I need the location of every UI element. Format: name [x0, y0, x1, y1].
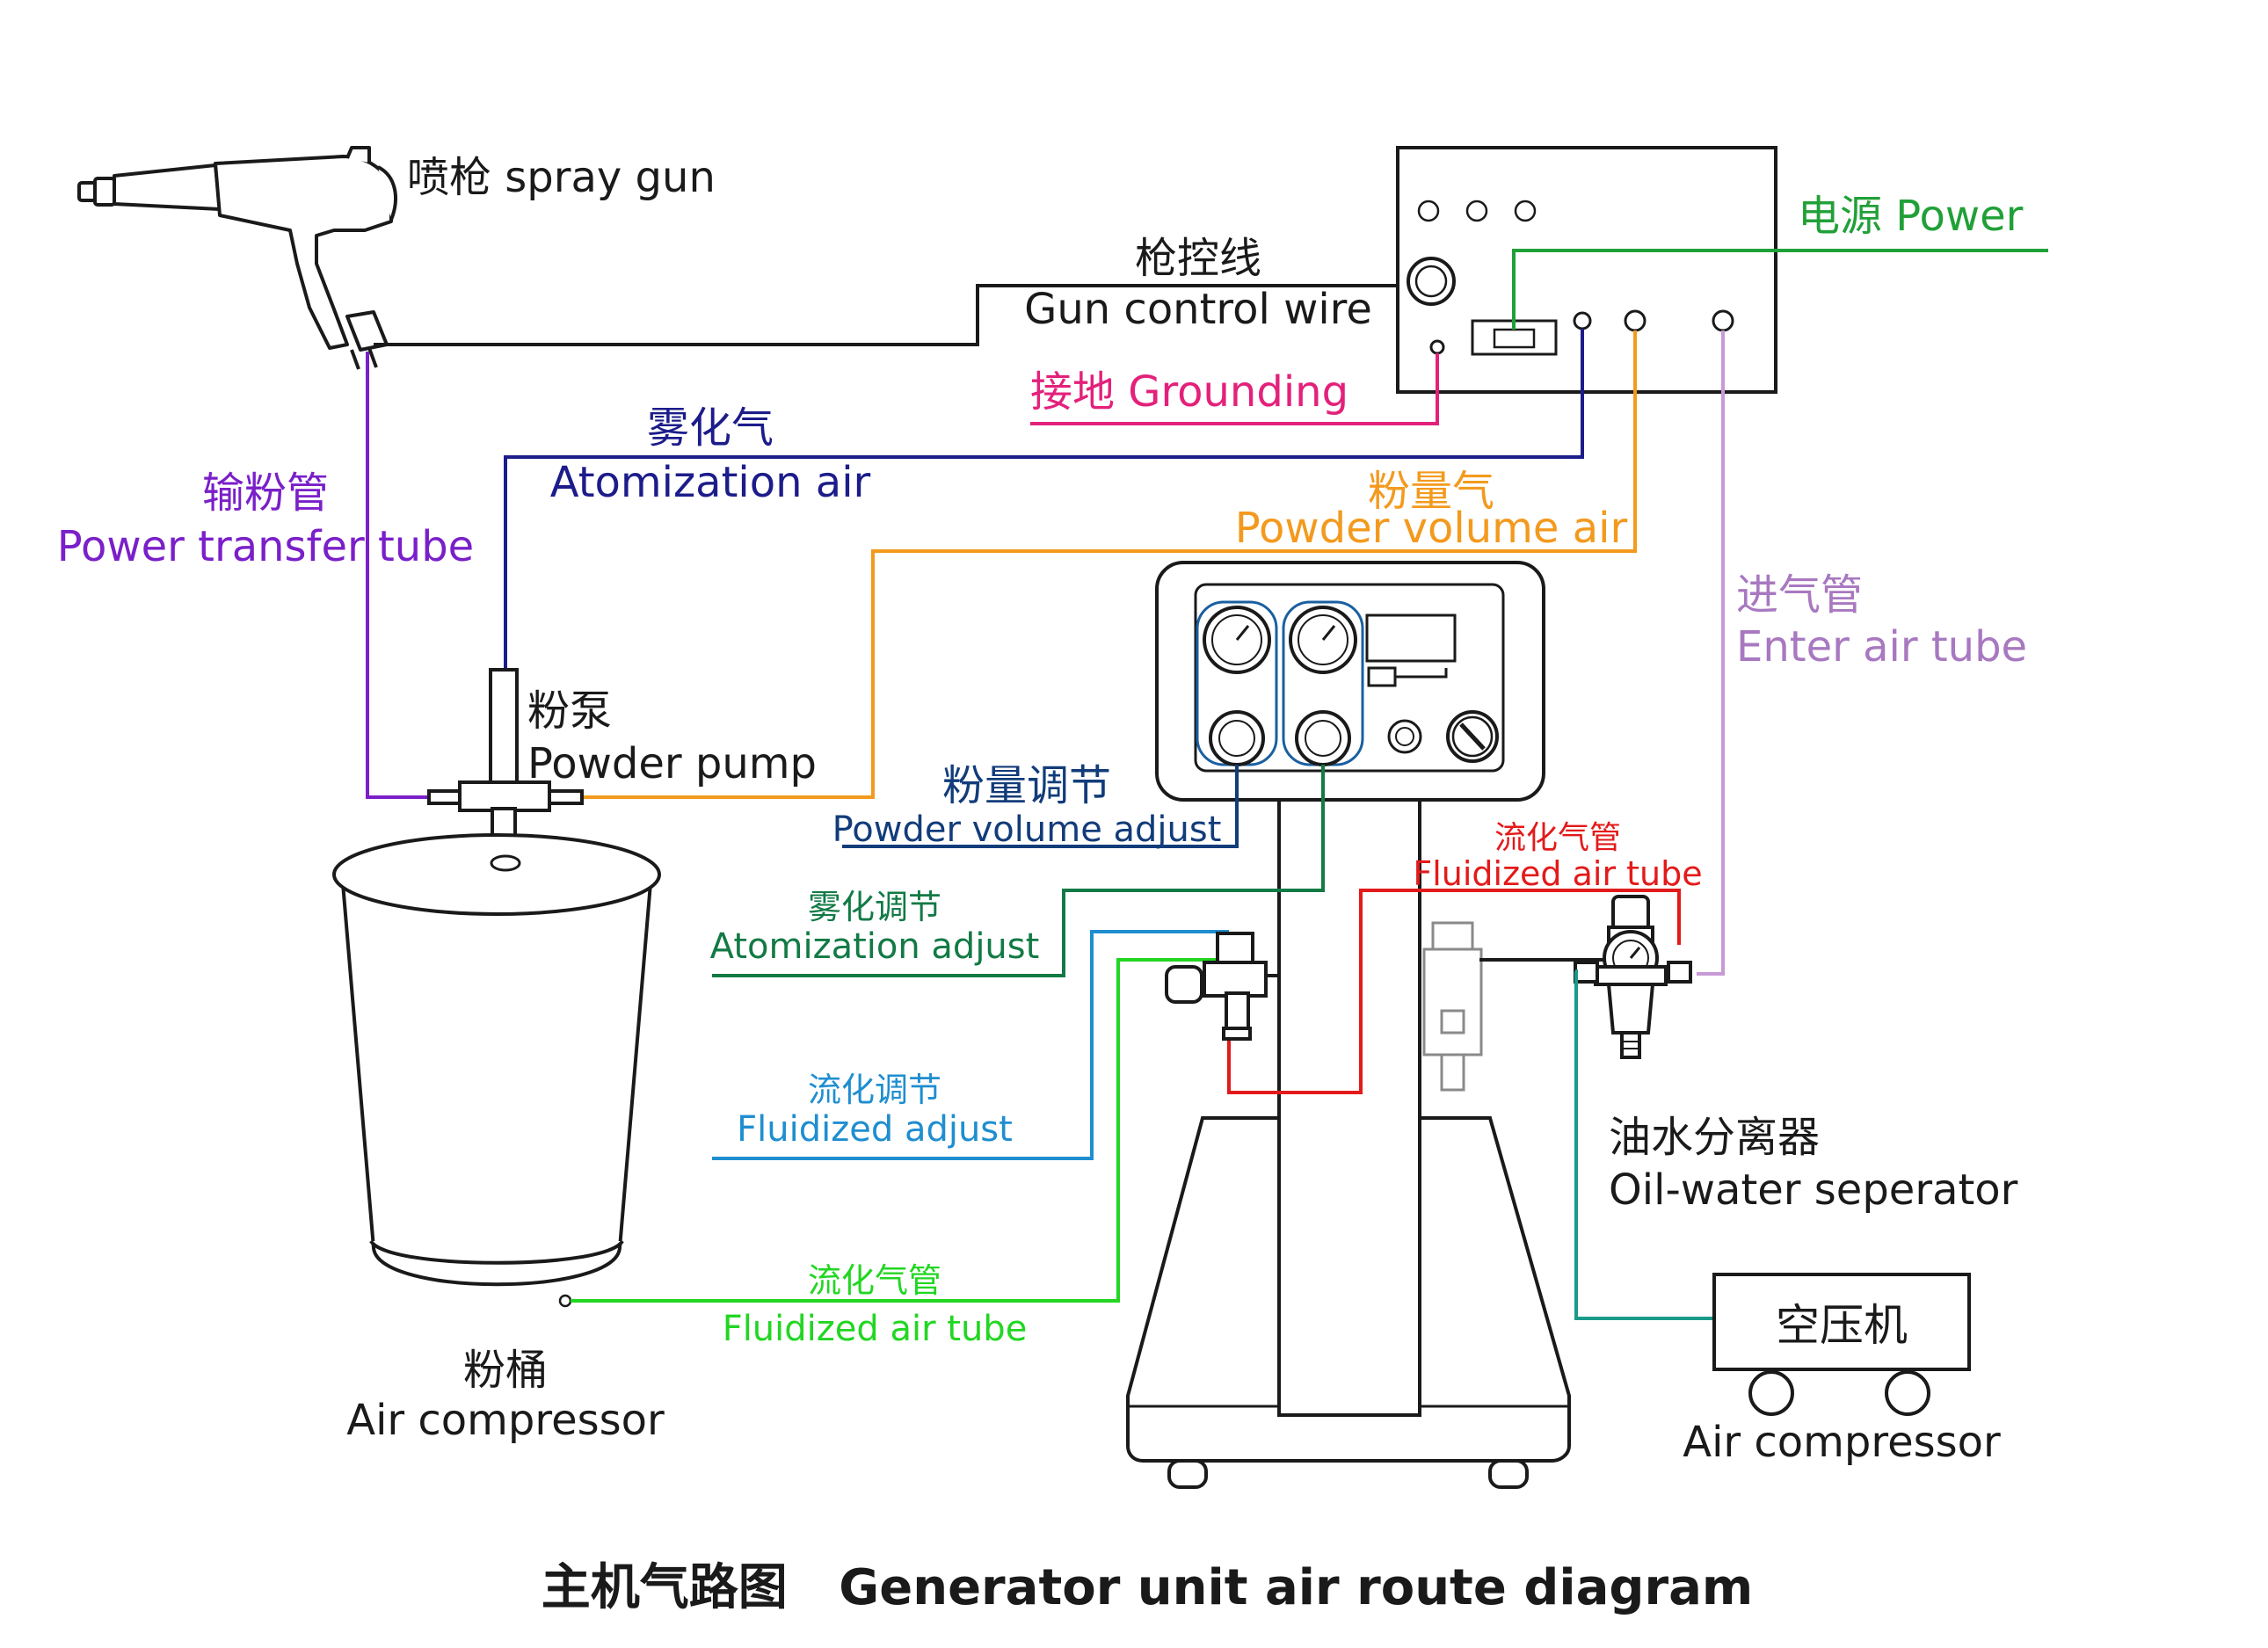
oil-water-separator-cn-label: 油水分离器	[1609, 1113, 1820, 1162]
powder-bucket-icon	[332, 833, 661, 1308]
fluidized-adjust-cn-label: 流化调节	[808, 1071, 941, 1109]
atomization-air-cn-label: 雾化气	[647, 403, 774, 453]
power-line	[1512, 249, 2048, 330]
oil-water-separator-icon	[1574, 895, 1692, 1059]
fluidized-regulator-icon	[1165, 932, 1279, 1041]
gun-control-wire-cn-label: 枪控线	[1135, 234, 1261, 283]
atomization-air-en-label: Atomization air	[550, 458, 871, 507]
fluidized-air-tube-bucket-cn-label: 流化气管	[808, 1261, 941, 1300]
powder-pump-cn-label: 粉泵	[527, 686, 612, 736]
fluidized-adjust-line	[712, 930, 1229, 1160]
powder-volume-air-cn-label: 粉量气	[1368, 467, 1494, 516]
fluidized-air-tube-separator-line	[1227, 889, 1681, 1094]
spray-gun-label: 喷枪 spray gun	[407, 153, 716, 202]
faded-filter-icon	[1422, 921, 1483, 1092]
powder-volume-adjust-line	[842, 765, 1239, 848]
diagram-title: 主机气路图 Generator unit air route diagram	[542, 1559, 1753, 1616]
power-transfer-tube-line	[366, 352, 431, 799]
grounding-line	[1030, 353, 1439, 425]
gun-control-wire-en-label: Gun control wire	[1024, 285, 1372, 334]
powder-bucket-cn-label: 粉桶	[463, 1346, 548, 1395]
fluidized-air-tube-bucket-en-label: Fluidized air tube	[723, 1309, 1028, 1349]
powder-volume-adjust-cn-label: 粉量调节	[942, 761, 1111, 810]
enter-air-tube-line	[1697, 330, 1725, 976]
powder-volume-air-en-label: Powder volume air	[1235, 504, 1628, 553]
spray-gun-icon	[77, 146, 397, 370]
powder-volume-air-line	[549, 330, 1637, 799]
generator-unit	[1126, 561, 1571, 1489]
enter-air-tube-en-label: Enter air tube	[1736, 622, 2027, 672]
power-label: 电源 Power	[1798, 192, 2024, 241]
fluidized-air-tube-bucket-line	[571, 958, 1229, 1303]
air-compressor-label: Air compressor	[1683, 1418, 2001, 1467]
compressor-box-label: 空压机	[1776, 1300, 1908, 1351]
powder-pump-icon	[427, 668, 584, 847]
atomization-adjust-cn-label: 雾化调节	[808, 888, 941, 926]
gun-control-wire-line	[374, 284, 1405, 346]
power-transfer-tube-cn-label: 输粉管	[202, 468, 329, 518]
atomization-air-line	[504, 329, 1584, 670]
powder-pump-en-label: Powder pump	[527, 739, 817, 788]
atomization-adjust-en-label: Atomization adjust	[710, 926, 1040, 967]
air-compressor-pipe	[1574, 969, 1714, 1320]
powder-bucket-en-label: Air compressor	[346, 1396, 665, 1445]
power-transfer-tube-en-label: Power transfer tube	[57, 522, 474, 571]
powder-volume-adjust-en-label: Powder volume adjust	[832, 809, 1222, 850]
fluidized-air-tube-sep-en-label: Fluidized air tube	[1413, 854, 1702, 893]
atomization-adjust-line	[712, 765, 1325, 977]
oil-water-separator-en-label: Oil-water seperator	[1609, 1165, 2018, 1215]
grounding-label: 接地 Grounding	[1030, 367, 1348, 417]
fluidized-adjust-en-label: Fluidized adjust	[737, 1109, 1013, 1150]
enter-air-tube-cn-label: 进气管	[1736, 570, 1863, 620]
air-compressor-icon	[1712, 1273, 1971, 1416]
fluidized-air-tube-sep-cn-label: 流化气管	[1494, 820, 1621, 856]
control-box	[1396, 146, 1777, 394]
